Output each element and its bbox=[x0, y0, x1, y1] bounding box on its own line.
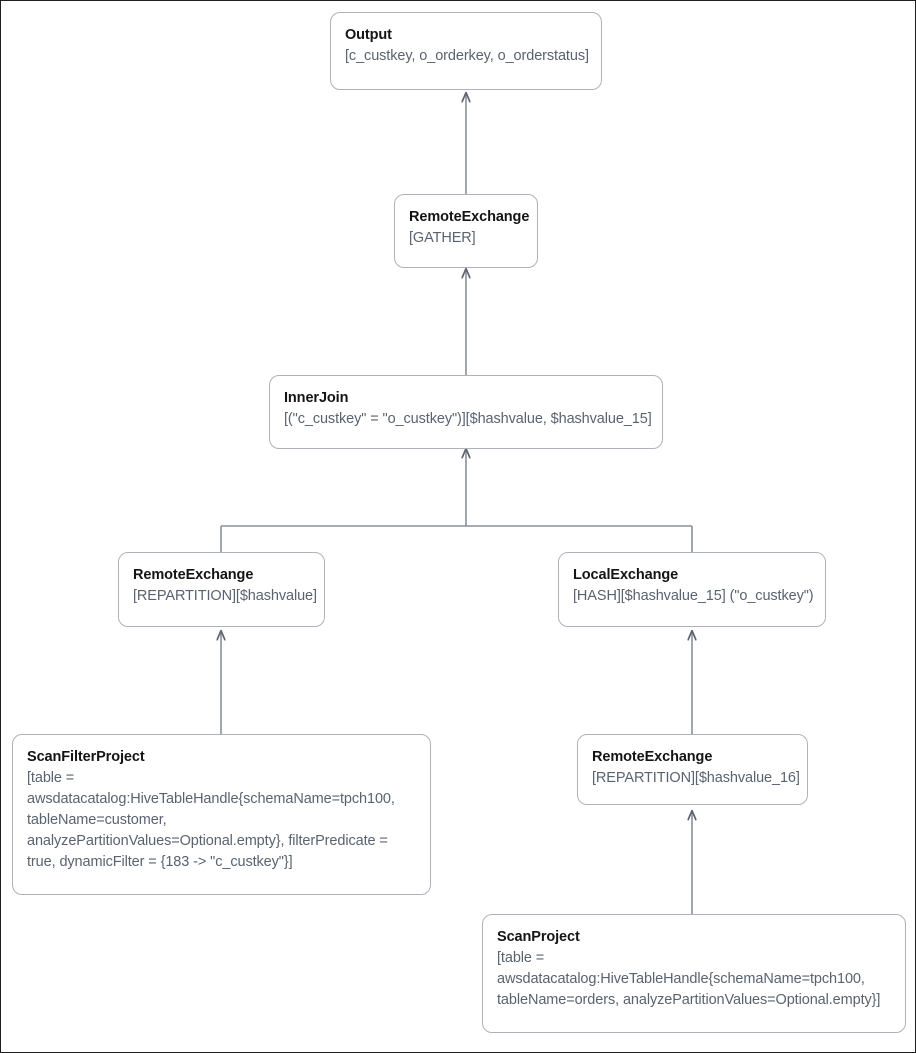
node-scan-filter-project-detail: [table = awsdatacatalog:HiveTableHandle{… bbox=[27, 768, 416, 873]
node-remote-exchange-repartition-hashvalue[interactable]: RemoteExchange [REPARTITION][$hashvalue] bbox=[118, 552, 325, 627]
node-inner-join-detail: [("c_custkey" = "o_custkey")][$hashvalue… bbox=[284, 411, 652, 427]
node-remote-exchange-gather-detail: [GATHER] bbox=[409, 230, 476, 246]
node-inner-join-title: InnerJoin bbox=[284, 390, 349, 406]
node-output-detail: [c_custkey, o_orderkey, o_orderstatus] bbox=[345, 48, 589, 64]
node-remote-exchange-repartition-hashvalue-16[interactable]: RemoteExchange [REPARTITION][$hashvalue_… bbox=[577, 734, 808, 805]
node-output[interactable]: Output [c_custkey, o_orderkey, o_orderst… bbox=[330, 12, 602, 90]
node-remote-exchange-repartition-hashvalue-16-detail: [REPARTITION][$hashvalue_16] bbox=[592, 770, 800, 786]
node-remote-exchange-gather[interactable]: RemoteExchange [GATHER] bbox=[394, 194, 538, 268]
node-scan-project-title: ScanProject bbox=[497, 929, 580, 945]
detail-line: awsdatacatalog:HiveTableHandle{schemaNam… bbox=[27, 791, 395, 807]
node-local-exchange-hash-detail: [HASH][$hashvalue_15] ("o_custkey") bbox=[573, 588, 814, 604]
detail-line: [table = bbox=[497, 950, 545, 966]
detail-line: [table = bbox=[27, 770, 75, 786]
node-remote-exchange-repartition-hashvalue-16-title: RemoteExchange bbox=[592, 749, 713, 765]
node-remote-exchange-repartition-hashvalue-detail: [REPARTITION][$hashvalue] bbox=[133, 588, 317, 604]
node-scan-project-detail: [table = awsdatacatalog:HiveTableHandle{… bbox=[497, 948, 891, 1011]
node-scan-filter-project-title: ScanFilterProject bbox=[27, 749, 145, 765]
node-output-title: Output bbox=[345, 27, 392, 43]
node-remote-exchange-gather-title: RemoteExchange bbox=[409, 209, 530, 225]
node-remote-exchange-repartition-hashvalue-title: RemoteExchange bbox=[133, 567, 254, 583]
node-inner-join[interactable]: InnerJoin [("c_custkey" = "o_custkey")][… bbox=[269, 375, 663, 449]
detail-line: tableName=customer, bbox=[27, 812, 167, 828]
node-scan-filter-project[interactable]: ScanFilterProject [table = awsdatacatalo… bbox=[12, 734, 431, 895]
detail-line: analyzePartitionValues=Optional.empty}, … bbox=[27, 833, 388, 849]
detail-line: true, dynamicFilter = {183 -> "c_custkey… bbox=[27, 854, 293, 870]
node-scan-project[interactable]: ScanProject [table = awsdatacatalog:Hive… bbox=[482, 914, 906, 1033]
node-local-exchange-hash[interactable]: LocalExchange [HASH][$hashvalue_15] ("o_… bbox=[558, 552, 826, 627]
node-local-exchange-hash-title: LocalExchange bbox=[573, 567, 679, 583]
detail-line: awsdatacatalog:HiveTableHandle{schemaNam… bbox=[497, 971, 865, 987]
detail-line: tableName=orders, analyzePartitionValues… bbox=[497, 992, 881, 1008]
